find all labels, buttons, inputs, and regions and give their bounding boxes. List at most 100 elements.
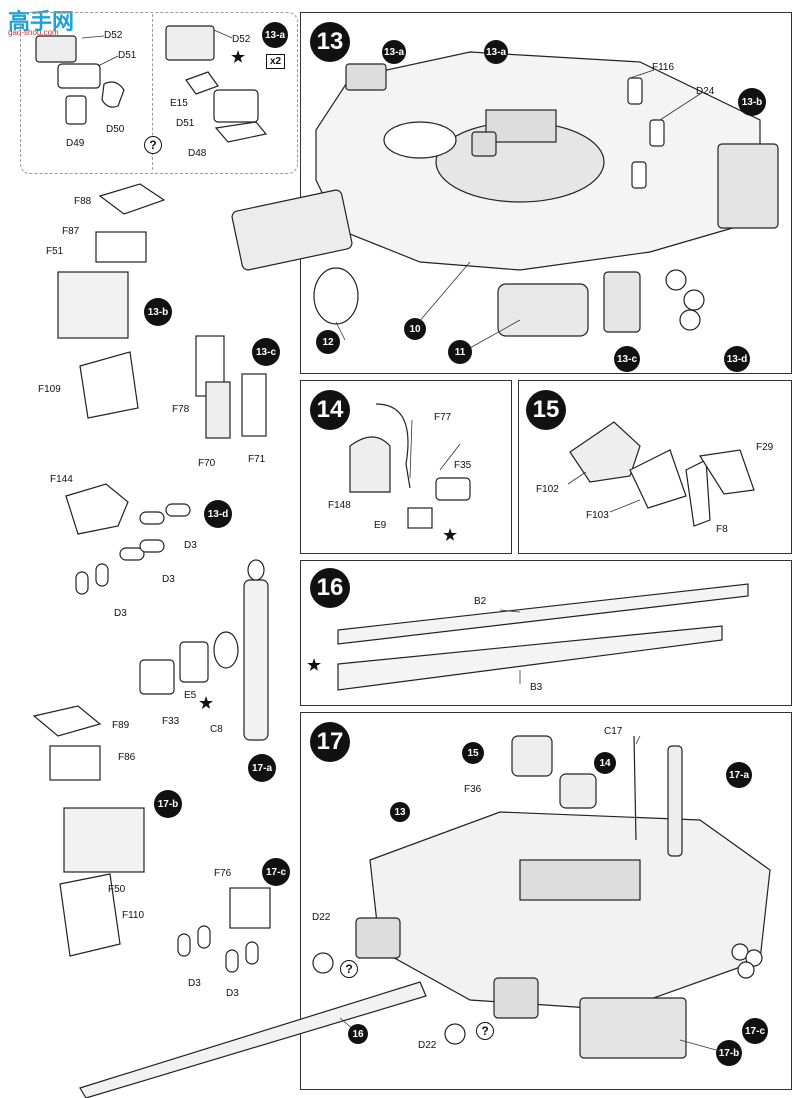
part-f148-drawing xyxy=(349,436,391,493)
label-d48: D48 xyxy=(188,148,207,159)
star-ref-5-step16: ★5 xyxy=(306,655,323,675)
part-f89-drawing xyxy=(32,705,102,737)
star-ref-12: ★12 xyxy=(198,693,218,713)
label-f35: F35 xyxy=(454,460,472,471)
part-d48-drawing xyxy=(214,121,268,143)
part-12-cylinder-drawing xyxy=(313,267,359,325)
label-f76: F76 xyxy=(214,868,232,879)
label-d52: D52 xyxy=(104,30,123,41)
tag-17b: 17-b xyxy=(716,1040,742,1066)
part-f102-drawing xyxy=(569,421,641,483)
tag-13a-2: 13-a xyxy=(484,40,508,64)
label-f71: F71 xyxy=(248,454,266,465)
part-d50-drawing xyxy=(101,81,125,108)
part-d3-drawing xyxy=(75,503,191,595)
star-ref-5-step14: ★5 xyxy=(442,525,459,545)
label-d49: D49 xyxy=(66,138,85,149)
help-mark-d22-2: ? xyxy=(476,1022,494,1040)
part-e5-drawing xyxy=(179,641,209,683)
label-f8: F8 xyxy=(716,524,728,535)
tag-16: 16 xyxy=(348,1024,368,1044)
label-f102: F102 xyxy=(536,484,559,495)
label-f88: F88 xyxy=(74,196,92,207)
label-f78: F78 xyxy=(172,404,190,415)
label-d51b: D51 xyxy=(176,118,195,129)
tank-hull-drawing xyxy=(369,811,771,1011)
label-d24: D24 xyxy=(696,86,715,97)
tag-13a: 13-a xyxy=(262,22,288,48)
tag-15: 15 xyxy=(462,742,484,764)
label-f36: F36 xyxy=(464,784,482,795)
label-d3-a: D3 xyxy=(184,540,197,551)
label-d51: D51 xyxy=(118,50,137,61)
label-e5: E5 xyxy=(184,690,197,701)
subassembly-divider xyxy=(152,14,153,170)
part-f71-drawing xyxy=(241,373,267,437)
step-16-number: 16 xyxy=(310,568,350,608)
part-17b-drawing xyxy=(579,997,687,1059)
label-d52b: D52 xyxy=(232,34,251,45)
tag-17c: 17-c xyxy=(742,1018,768,1044)
part-f86-drawing xyxy=(49,745,101,781)
part-d49-drawing xyxy=(65,95,87,125)
label-f51: F51 xyxy=(46,246,64,257)
label-d22-1: D22 xyxy=(312,912,331,923)
part-11-drawing xyxy=(497,283,589,337)
tag-17a: 17-a xyxy=(726,762,752,788)
part-f51-drawing xyxy=(57,271,129,339)
help-mark-13a: ? xyxy=(144,136,162,154)
tag-13d: 13-d xyxy=(724,346,750,372)
part-13c-drawing xyxy=(603,271,641,333)
label-d22-2: D22 xyxy=(418,1040,437,1051)
tag-13c: 13-c xyxy=(614,346,640,372)
part-f110-drawing xyxy=(59,873,121,957)
tag-17c-left: 17-c xyxy=(262,858,290,886)
label-b2: B2 xyxy=(474,596,487,607)
label-b3: B3 xyxy=(530,682,543,693)
part-f87-drawing xyxy=(95,231,147,263)
part-d51-drawing xyxy=(57,63,101,89)
label-f103: F103 xyxy=(586,510,609,521)
part-f35-drawing xyxy=(435,477,471,501)
part-e15-drawing xyxy=(185,71,219,95)
label-d50: D50 xyxy=(106,124,125,135)
step-17-number: 17 xyxy=(310,722,350,762)
label-f33: F33 xyxy=(162,716,180,727)
part-13d-drawing xyxy=(665,269,705,331)
label-f50: F50 xyxy=(108,884,126,895)
step-13-number: 13 xyxy=(310,22,350,62)
tag-14: 14 xyxy=(594,752,616,774)
label-f144: F144 xyxy=(50,474,73,485)
part-b2-drawing xyxy=(337,583,749,645)
part-16-barrel-drawing xyxy=(79,981,427,1098)
part-c8-drawing xyxy=(243,579,269,741)
tag-10: 10 xyxy=(404,318,426,340)
tag-13d-left: 13-d xyxy=(204,500,232,528)
label-c8: C8 xyxy=(210,724,223,735)
label-f116: F116 xyxy=(652,62,675,73)
subassembly-13a-box xyxy=(20,12,298,174)
label-f89: F89 xyxy=(112,720,130,731)
tag-13: 13 xyxy=(390,802,410,822)
part-f8-drawing xyxy=(685,459,711,527)
label-f77: F77 xyxy=(434,412,452,423)
label-d3-b: D3 xyxy=(162,574,175,585)
part-12-box-drawing xyxy=(231,189,353,271)
tag-13b: 13-b xyxy=(738,88,766,116)
site-logo: 高手网 xyxy=(8,9,75,34)
label-f148: F148 xyxy=(328,500,351,511)
tag-11: 11 xyxy=(448,340,472,364)
label-c17: C17 xyxy=(604,726,623,737)
label-e9: E9 xyxy=(374,520,387,531)
label-f86: F86 xyxy=(118,752,136,763)
tag-17a-left: 17-a xyxy=(248,754,276,782)
part-13b-drawing xyxy=(717,143,779,229)
part-d51b-drawing xyxy=(213,89,259,123)
label-e15: E15 xyxy=(170,98,188,109)
label-f29: F29 xyxy=(756,442,774,453)
quantity-multiplier: x2 xyxy=(266,54,286,69)
part-d22-drawing xyxy=(312,952,334,974)
part-f103-drawing xyxy=(629,449,687,509)
part-e9-drawing xyxy=(407,507,433,529)
part-d52-drawing xyxy=(35,35,77,63)
